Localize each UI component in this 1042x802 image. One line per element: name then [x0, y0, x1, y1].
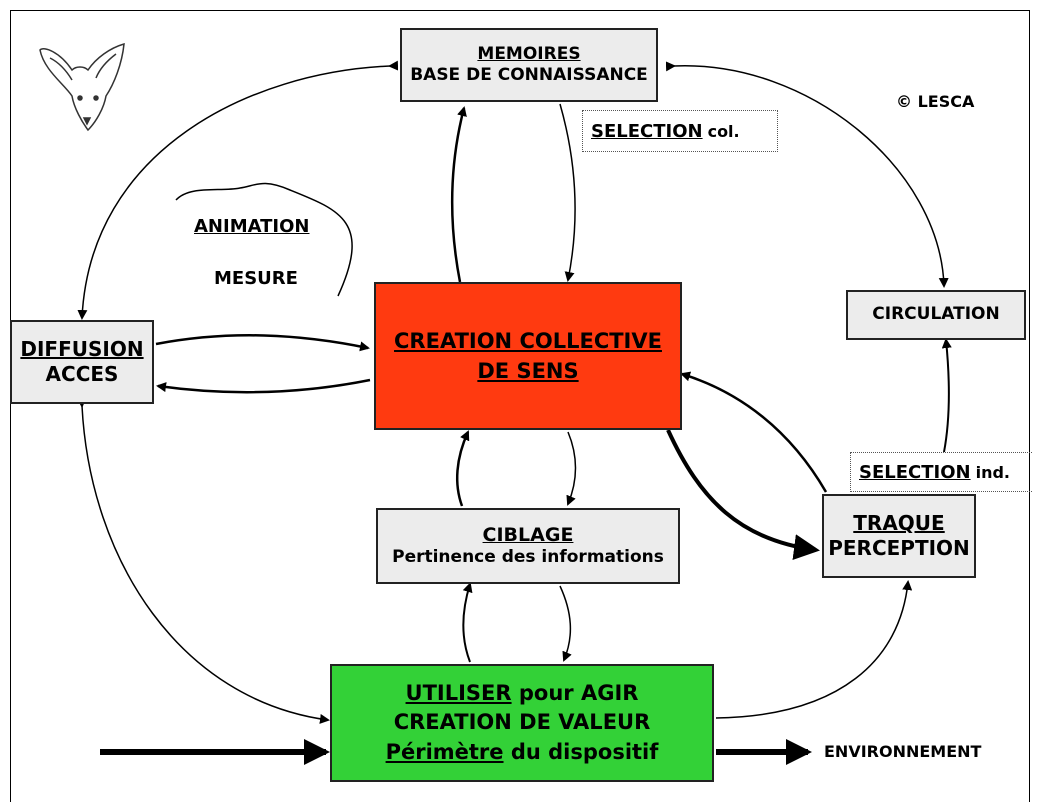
box-ciblage: CIBLAGE Pertinence des informations [376, 508, 680, 584]
diffusion-line2: ACCES [45, 362, 119, 386]
selection-col-u: SELECTION [591, 120, 703, 142]
mesure-label: MESURE [214, 268, 298, 289]
selection-ind-rest: ind. [975, 462, 1010, 482]
edge-diffusion-to-creation [155, 334, 370, 352]
edge-traque-to-circulation [941, 338, 952, 453]
memoires-title: MEMOIRES [477, 43, 581, 64]
box-memoires: MEMOIRES BASE DE CONNAISSANCE [400, 28, 658, 102]
diagram-frame [10, 10, 1030, 802]
edge-creation-to-diffusion [156, 378, 371, 394]
copyright-label: © LESCA [896, 92, 975, 111]
edge-memoires-to-creation [559, 103, 576, 282]
traque-line2: PERCEPTION [828, 536, 970, 560]
utiliser-line2: CREATION DE VALEUR [393, 710, 651, 735]
utiliser-line1-u: UTILISER [405, 680, 512, 705]
box-utiliser: UTILISER pour AGIR CREATION DE VALEUR Pé… [330, 664, 714, 782]
edge-creation-to-memoires [451, 106, 467, 283]
edge-ciblage-to-utiliser [559, 585, 572, 662]
creation-line1: CREATION COLLECTIVE [394, 328, 662, 353]
traque-line1: TRAQUE [853, 511, 945, 535]
edge-utiliser-to-ciblage [462, 582, 473, 663]
edge-creation-to-traque [666, 429, 820, 561]
selection-col-rest: col. [707, 121, 740, 141]
edge-utiliser-to-traque [715, 580, 913, 719]
environnement-label: ENVIRONNEMENT [824, 742, 982, 761]
fennec-fox-logo [39, 42, 125, 132]
utiliser-line3-u: Périmètre [385, 739, 504, 764]
ciblage-subtitle: Pertinence des informations [392, 547, 664, 568]
utiliser-line1-rest: pour AGIR [511, 680, 639, 705]
animation-label: ANIMATION [194, 216, 310, 237]
edge-creation-to-ciblage [566, 431, 577, 506]
box-traque: TRAQUE PERCEPTION [822, 494, 976, 578]
utiliser-line3: Périmètre du dispositif [386, 738, 659, 767]
creation-line2: DE SENS [477, 359, 579, 383]
edge-memoires-to-diffusion [77, 60, 399, 320]
edge-traque-to-creation [680, 371, 828, 493]
edge-memoires-to-circulation [665, 61, 949, 288]
ciblage-title: CIBLAGE [482, 523, 574, 546]
box-creation-collective: CREATION COLLECTIVE DE SENS [374, 282, 682, 430]
memoires-subtitle: BASE DE CONNAISSANCE [410, 65, 648, 85]
utiliser-line3-rest: du dispositif [503, 739, 659, 764]
edge-diffusion-to-utiliser [76, 397, 330, 724]
edge-ciblage-to-creation [456, 430, 470, 507]
circulation-label: CIRCULATION [872, 304, 1000, 325]
diffusion-line1: DIFFUSION [20, 337, 144, 361]
utiliser-line1: UTILISER pour AGIR [406, 679, 639, 708]
box-diffusion: DIFFUSION ACCES [10, 320, 154, 404]
selection-ind-u: SELECTION [859, 461, 971, 483]
box-circulation: CIRCULATION [846, 290, 1026, 340]
